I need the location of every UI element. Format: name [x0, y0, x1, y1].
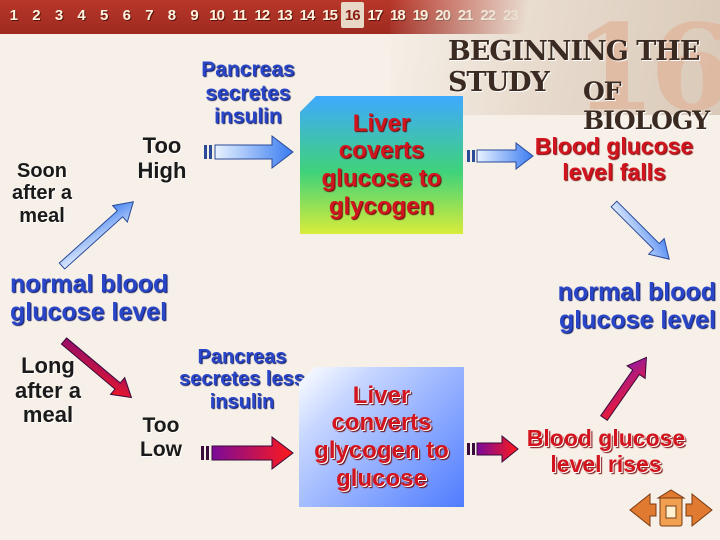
chapter-8[interactable]: 8: [167, 6, 176, 24]
chapter-2[interactable]: 2: [32, 6, 40, 24]
arrow-rises-to-normal: [600, 356, 647, 421]
arrow-normal-to-high: [58, 201, 135, 270]
chapter-14[interactable]: 14: [299, 6, 316, 24]
header-band: [390, 0, 720, 115]
home-icon[interactable]: [656, 489, 686, 527]
chapter-12[interactable]: 12: [254, 6, 270, 24]
forward-arrow-icon[interactable]: [685, 492, 713, 528]
chapter-10[interactable]: 10: [209, 6, 225, 24]
chapter-watermark: 16: [573, 0, 720, 137]
chapter-17[interactable]: 17: [367, 6, 383, 24]
arrow-normal-to-low: [60, 337, 133, 399]
chapter-16[interactable]: 16: [340, 2, 364, 28]
back-arrow-icon[interactable]: [629, 492, 657, 528]
slide-nav-controls: [628, 488, 714, 532]
chapter-6[interactable]: 6: [122, 6, 131, 24]
arrow-low-to-liver: [201, 435, 294, 471]
chapter-9[interactable]: 9: [190, 6, 198, 24]
chapter-4[interactable]: 4: [77, 6, 85, 24]
chapter-1[interactable]: 1: [9, 6, 18, 24]
chapter-3[interactable]: 3: [54, 6, 63, 24]
arrow-liver-to-rises: [467, 434, 519, 464]
arrow-high-to-liver: [204, 134, 294, 170]
slide-title-line2: OF BIOLOGY: [583, 77, 710, 135]
slide-title-line1: BEGINNING THE STUDY: [448, 36, 700, 98]
chapter-13[interactable]: 13: [277, 6, 293, 24]
chapter-15[interactable]: 15: [322, 6, 338, 24]
chapter-5[interactable]: 5: [100, 6, 108, 24]
chapter-11[interactable]: 11: [232, 6, 247, 24]
chapter-7[interactable]: 7: [145, 6, 153, 24]
arrow-falls-to-normal: [610, 200, 670, 260]
arrow-liver-to-falls: [467, 141, 534, 171]
